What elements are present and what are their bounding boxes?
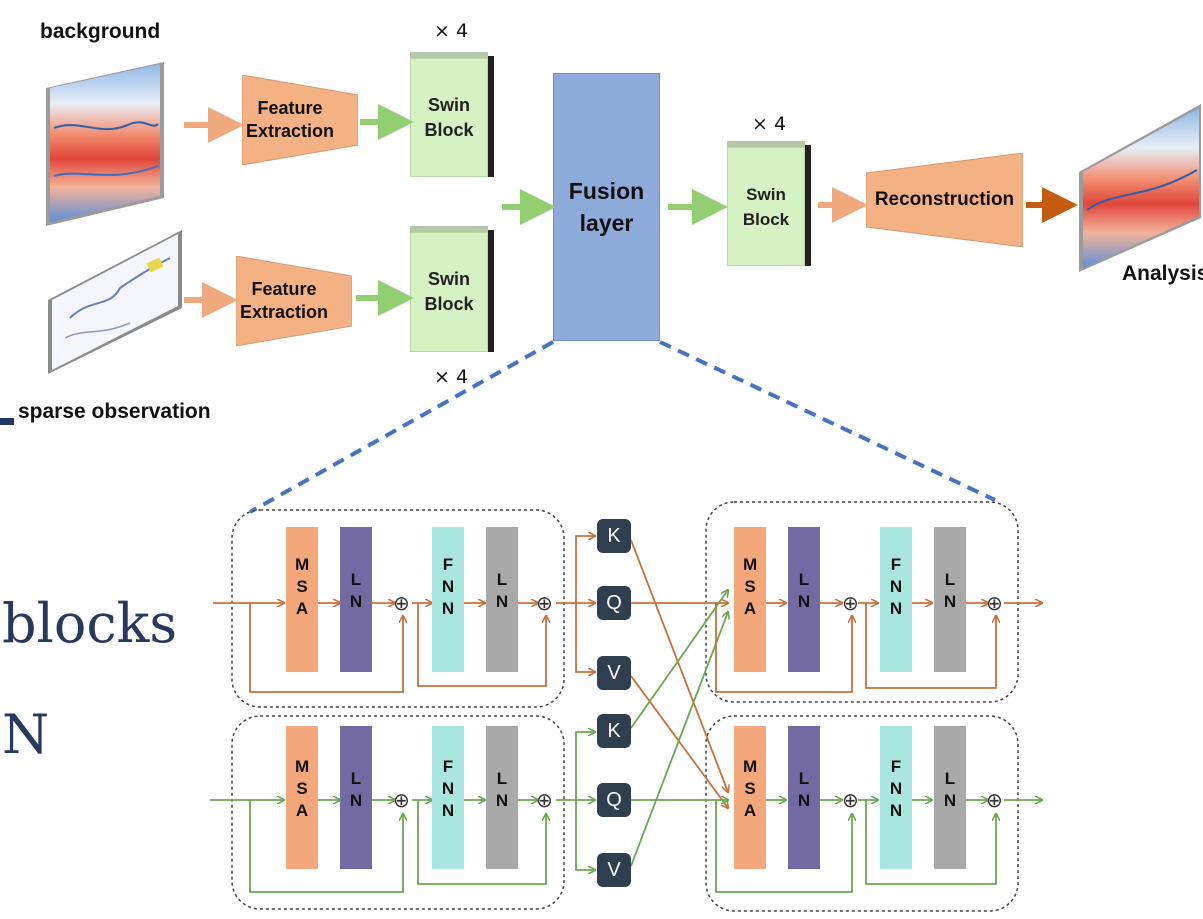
add-icon-tr-1: ⊕ — [842, 591, 859, 615]
ln-label-tr-1: LN — [797, 570, 811, 611]
group-box-top-left — [231, 509, 565, 708]
ln-box-br-1: LN — [788, 726, 820, 869]
slide-text-blocks: blocks — [2, 592, 178, 655]
msa-label-br: MSA — [743, 757, 758, 820]
q-token-top: Q — [597, 586, 631, 620]
reconstruction-label: Reconstruction — [874, 189, 1015, 210]
msa-label-bl: MSA — [295, 757, 310, 820]
ln-label-bl-1: LN — [349, 769, 363, 810]
swin-block-2: Swin Block — [410, 226, 494, 352]
msa-label-tl: MSA — [295, 555, 310, 618]
v-token-bottom: V — [597, 853, 631, 887]
add-icon-bl-1: ⊕ — [393, 788, 410, 812]
analysis-map-image — [1079, 104, 1201, 272]
fnn-label-bl: FNN — [441, 757, 455, 820]
ln-box-bl-2: LN — [486, 726, 518, 869]
ln-box-bl-1: LN — [340, 726, 372, 869]
ln-label-tr-2: LN — [943, 570, 957, 611]
msa-box-br: MSA — [734, 726, 766, 869]
fnn-box-tr: FNN — [880, 527, 912, 672]
v-token-top: V — [597, 656, 631, 690]
k-token-bottom: K — [597, 714, 631, 748]
add-icon-tl-2: ⊕ — [536, 591, 553, 615]
group-box-bottom-right — [705, 715, 1019, 912]
fnn-label-br: FNN — [889, 757, 903, 820]
slide-bullet-mark — [0, 418, 14, 425]
ln-label-br-2: LN — [943, 769, 957, 810]
ln-label-br-1: LN — [797, 769, 811, 810]
msa-box-tr: MSA — [734, 527, 766, 672]
fnn-box-bl: FNN — [432, 726, 464, 869]
swin-block-label-2: Swin Block — [424, 269, 474, 314]
ln-label-tl-2: LN — [495, 570, 509, 611]
group-box-bottom-left — [231, 715, 565, 910]
add-icon-tl-1: ⊕ — [393, 591, 410, 615]
fnn-box-br: FNN — [880, 726, 912, 869]
fusion-layer-label: Fusion layer — [568, 178, 645, 236]
analysis-label: Analysis — [1122, 262, 1203, 285]
feature-extraction-block-2: Feature Extraction — [236, 256, 352, 346]
add-icon-br-1: ⊕ — [842, 788, 859, 812]
fnn-label-tr: FNN — [889, 555, 903, 618]
swin-block-1: Swin Block — [410, 52, 494, 177]
swin-block-3: Swin Block — [727, 141, 811, 266]
ln-label-bl-2: LN — [495, 769, 509, 810]
dashed-line-right — [659, 340, 996, 502]
add-icon-bl-2: ⊕ — [536, 788, 553, 812]
ln-box-tl-1: LN — [340, 527, 372, 672]
fnn-box-tl: FNN — [432, 527, 464, 672]
slide-text-n: N — [2, 703, 50, 766]
ln-box-br-2: LN — [934, 726, 966, 869]
multiplier-bottom: × 4 — [434, 366, 469, 388]
swin-block-label-1: Swin Block — [424, 94, 474, 140]
feature-extraction-block-1: Feature Extraction — [242, 75, 358, 165]
ln-box-tl-2: LN — [486, 527, 518, 672]
feature-extraction-label-2: Feature Extraction — [239, 279, 329, 322]
add-icon-br-2: ⊕ — [986, 788, 1003, 812]
background-label: background — [40, 20, 161, 43]
k-token-top: K — [597, 519, 631, 553]
add-icon-tr-2: ⊕ — [986, 591, 1003, 615]
dashed-line-left — [249, 340, 554, 514]
msa-label-tr: MSA — [743, 555, 758, 618]
msa-box-bl: MSA — [286, 726, 318, 869]
sparse-observation-label: sparse observation — [18, 400, 211, 423]
ln-label-tl-1: LN — [349, 570, 363, 611]
group-box-top-right — [705, 501, 1019, 703]
msa-box-tl: MSA — [286, 527, 318, 672]
swin-block-label-3: Swin Block — [742, 184, 790, 229]
background-map-image — [46, 62, 164, 226]
ln-box-tr-2: LN — [934, 527, 966, 672]
multiplier-right: × 4 — [752, 113, 787, 135]
multiplier-top: × 4 — [434, 20, 469, 42]
fnn-label-tl: FNN — [441, 555, 455, 618]
reconstruction-block: Reconstruction — [866, 153, 1023, 247]
q-token-bottom: Q — [597, 783, 631, 817]
ln-box-tr-1: LN — [788, 527, 820, 672]
feature-extraction-label-1: Feature Extraction — [245, 98, 335, 141]
sparse-observation-map-image — [48, 230, 182, 374]
